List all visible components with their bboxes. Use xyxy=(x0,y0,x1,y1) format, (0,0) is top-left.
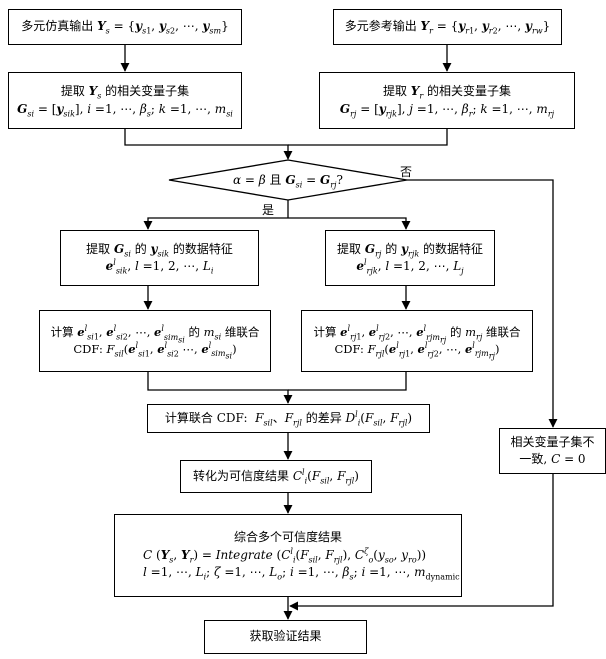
credibility-box: 转化为可信度结果 Cli(Fsil, Frjl) xyxy=(180,460,372,493)
feature-sim-title: 提取 Gsi 的 ysik 的数据特征 xyxy=(86,241,233,258)
integrate-box: 综合多个可信度结果 C (Ys, Yr) = Integrate (Cli(Fs… xyxy=(114,514,462,597)
inconsistent-line1: 相关变量子集不 xyxy=(510,434,595,449)
arrow-yes-right xyxy=(288,217,411,230)
cdf-sim-formula: CDF: Fsil(elsi1, elsi2 ⋯, elsimsi) xyxy=(73,341,237,361)
ref-output-label: 多元参考输出 Yr = {yr1, yr2, ⋯, yrw} xyxy=(344,19,551,36)
extract-sim-title: 提取 Ys 的相关变量子集 xyxy=(60,84,190,101)
cdf-ref-formula: CDF: Frjl(elrj1, elrj2, ⋯, elrjmrj) xyxy=(334,341,500,361)
ref-output-box: 多元参考输出 Yr = {yr1, yr2, ⋯, yrw} xyxy=(333,9,562,45)
extract-ref-title: 提取 Yr 的相关变量子集 xyxy=(382,84,512,101)
extract-ref-box: 提取 Yr 的相关变量子集 Grj = [yrjk], j =1, ⋯, βr;… xyxy=(319,72,575,129)
arrow-cdf-to-diff xyxy=(147,372,293,404)
arrow-extract-ref-to-decision xyxy=(288,129,448,146)
joint-diff-box: 计算联合 CDF: Fsil、Frjl 的差异 Dli(Fsil, Frjl) xyxy=(147,404,430,433)
decision-no-label: 否 xyxy=(400,165,413,179)
extract-sim-formula: Gsi = [ysik], i =1, ⋯, βs; k =1, ⋯, msi xyxy=(17,101,233,118)
cdf-ref-box: 计算 elrj1, elrj2, ⋯, elrjmrj 的 mrj 维联合 CD… xyxy=(301,310,533,372)
extract-ref-formula: Grj = [yrjk], j =1, ⋯, βr; k =1, ⋯, mrj xyxy=(339,101,555,118)
feature-ref-title: 提取 Grj 的 yrjk 的数据特征 xyxy=(337,241,483,258)
inconsistent-line2: 一致, C = 0 xyxy=(519,452,586,466)
arrow-yes-left xyxy=(143,217,288,230)
arrow-extract-sim-to-decision xyxy=(124,129,293,160)
decision-condition: α = β 且 Gsi = Grj? xyxy=(233,173,343,190)
feature-sim-formula: elsik, l =1, 2, ⋯, Li xyxy=(105,258,214,276)
integrate-formula1: C (Ys, Yr) = Integrate (Cli(Fsil, Frjl),… xyxy=(143,546,427,565)
arrow-decision-no xyxy=(407,179,558,428)
integrate-formula2: l =1, ⋯, Li; ζ =1, ⋯, Lo; i =1, ⋯, βs; i… xyxy=(143,565,460,582)
sim-output-label: 多元仿真输出 Ys = {ys1, ys2, ⋯, ysm} xyxy=(21,19,229,36)
credibility-text: 转化为可信度结果 Cli(Fsil, Frjl) xyxy=(193,467,359,486)
sim-output-box: 多元仿真输出 Ys = {ys1, ys2, ⋯, ysm} xyxy=(8,9,242,45)
decision-yes-label: 是 xyxy=(262,203,275,217)
arrow-cdf-ref-to-diff xyxy=(288,372,407,391)
feature-sim-box: 提取 Gsi 的 ysik 的数据特征 elsik, l =1, 2, ⋯, L… xyxy=(60,230,259,286)
result-box: 获取验证结果 xyxy=(204,620,367,654)
arrow-inconsistent-to-result xyxy=(289,474,554,611)
inconsistent-box: 相关变量子集不 一致, C = 0 xyxy=(499,428,606,474)
integrate-title: 综合多个可信度结果 xyxy=(233,530,342,545)
joint-diff-text: 计算联合 CDF: Fsil、Frjl 的差异 Dli(Fsil, Frjl) xyxy=(164,409,413,428)
result-text: 获取验证结果 xyxy=(249,629,322,644)
cdf-sim-title: 计算 elsi1, elsi2, ⋯, elsimsi 的 msi 维联合 xyxy=(50,324,260,345)
cdf-ref-title: 计算 elrj1, elrj2, ⋯, elrjmrj 的 mrj 维联合 xyxy=(313,324,521,345)
cdf-sim-box: 计算 elsi1, elsi2, ⋯, elsimsi 的 msi 维联合 CD… xyxy=(39,310,271,372)
extract-sim-box: 提取 Ys 的相关变量子集 Gsi = [ysik], i =1, ⋯, βs;… xyxy=(8,72,242,129)
feature-ref-formula: elrjk, l =1, 2, ⋯, Lj xyxy=(356,258,464,276)
feature-ref-box: 提取 Grj 的 yrjk 的数据特征 elrjk, l =1, 2, ⋯, L… xyxy=(325,230,495,286)
